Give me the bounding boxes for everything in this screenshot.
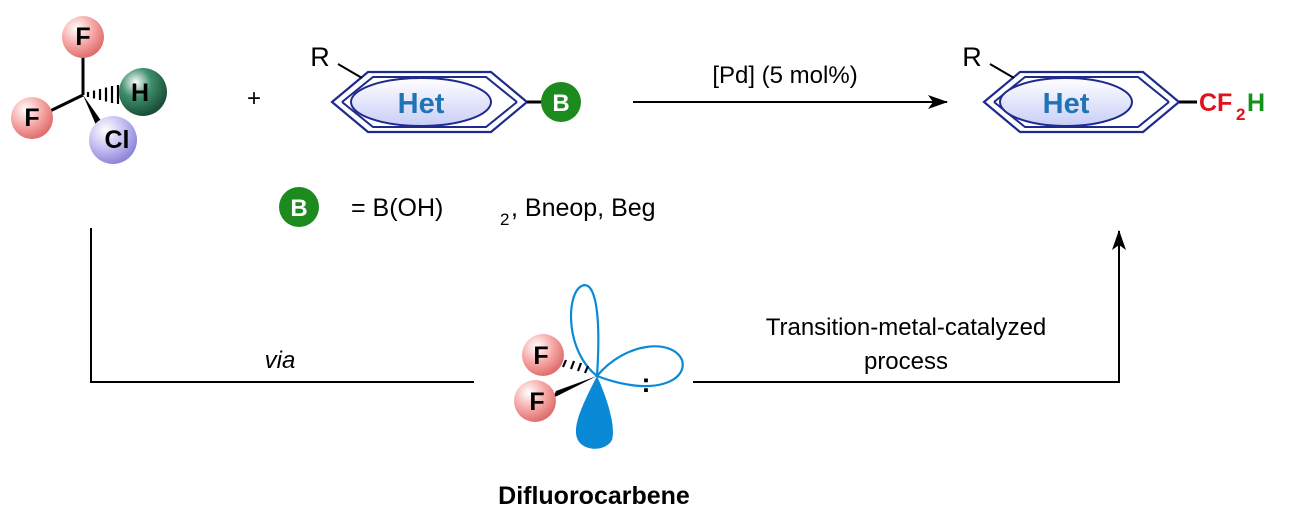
boron-definition-suffix: , Bneop, Beg bbox=[511, 194, 656, 222]
het-label: Het bbox=[398, 88, 445, 120]
product-bond-r-ring bbox=[989, 63, 1015, 79]
boron-definition-subscript: 2 bbox=[500, 210, 509, 229]
cf2h-h: H bbox=[1247, 89, 1265, 117]
bond-c-f-left bbox=[47, 93, 84, 114]
chf2cl-molecule: F F Cl H bbox=[11, 16, 167, 164]
carbene-atom-f-bottom: F bbox=[529, 388, 544, 416]
boron-definition-prefix: = B(OH) bbox=[351, 194, 443, 222]
filled-orbital-lower-lobe bbox=[575, 376, 613, 449]
cf2h-subscript: 2 bbox=[1236, 105, 1245, 124]
het-ellipse bbox=[350, 77, 492, 127]
boron-circle bbox=[541, 82, 581, 122]
process-pathway-arrow bbox=[693, 230, 1126, 383]
heteroarene-boron-substrate: Het R B bbox=[310, 42, 581, 134]
process-label-line2: process bbox=[864, 348, 948, 375]
product-het-label: Het bbox=[1043, 88, 1090, 120]
arene-ring-inner-top bbox=[341, 76, 518, 103]
chlorine-ball bbox=[89, 116, 137, 164]
carbene-fluorine-ball-bottom bbox=[514, 380, 556, 422]
difluoromethyl-heteroarene-product: Het R CF 2 H bbox=[962, 42, 1265, 134]
bond-r-ring bbox=[337, 63, 363, 79]
product-r-group: R bbox=[962, 42, 982, 72]
process-label-line1: Transition-metal-catalyzed bbox=[766, 314, 1047, 341]
atom-f-top: F bbox=[75, 23, 90, 51]
via-pathway-line bbox=[90, 228, 474, 383]
atom-h: H bbox=[131, 79, 149, 107]
plus-sign: + bbox=[247, 85, 261, 112]
legend-boron-circle bbox=[279, 187, 319, 227]
carbene-fluorine-ball-top bbox=[522, 334, 564, 376]
carbene-atom-f-top: F bbox=[533, 342, 548, 370]
sp2-orbital-right-lobe bbox=[595, 345, 684, 388]
wedge-bond-c-cl bbox=[83, 95, 102, 125]
boron-label: B bbox=[552, 90, 569, 117]
fluorine-ball-left bbox=[11, 97, 53, 139]
via-label: via bbox=[265, 347, 296, 374]
atom-f-left: F bbox=[24, 104, 39, 132]
r-group: R bbox=[310, 42, 330, 72]
fluorine-ball-top bbox=[62, 16, 104, 58]
hash-bond-c-h bbox=[86, 85, 120, 104]
hydrogen-ball bbox=[119, 68, 167, 116]
arene-ring-inner-bottom bbox=[341, 101, 518, 128]
atom-cl: Cl bbox=[105, 126, 130, 154]
cf2h-cf: CF bbox=[1199, 89, 1232, 117]
lone-pair: : bbox=[642, 368, 651, 398]
hash-bond-c-f bbox=[561, 359, 590, 374]
difluorocarbene-name: Difluorocarbene bbox=[498, 482, 690, 510]
difluorocarbene-structure: F F : Difluorocarbene bbox=[498, 284, 690, 510]
catalyst-label: [Pd] (5 mol%) bbox=[712, 62, 857, 89]
boron-definition: B = B(OH) 2 , Bneop, Beg bbox=[279, 187, 656, 229]
p-orbital-upper-lobe bbox=[569, 284, 600, 379]
legend-boron-label: B bbox=[290, 195, 307, 222]
product-het-ellipse bbox=[999, 77, 1133, 127]
wedge-bond-c-f bbox=[553, 376, 597, 398]
